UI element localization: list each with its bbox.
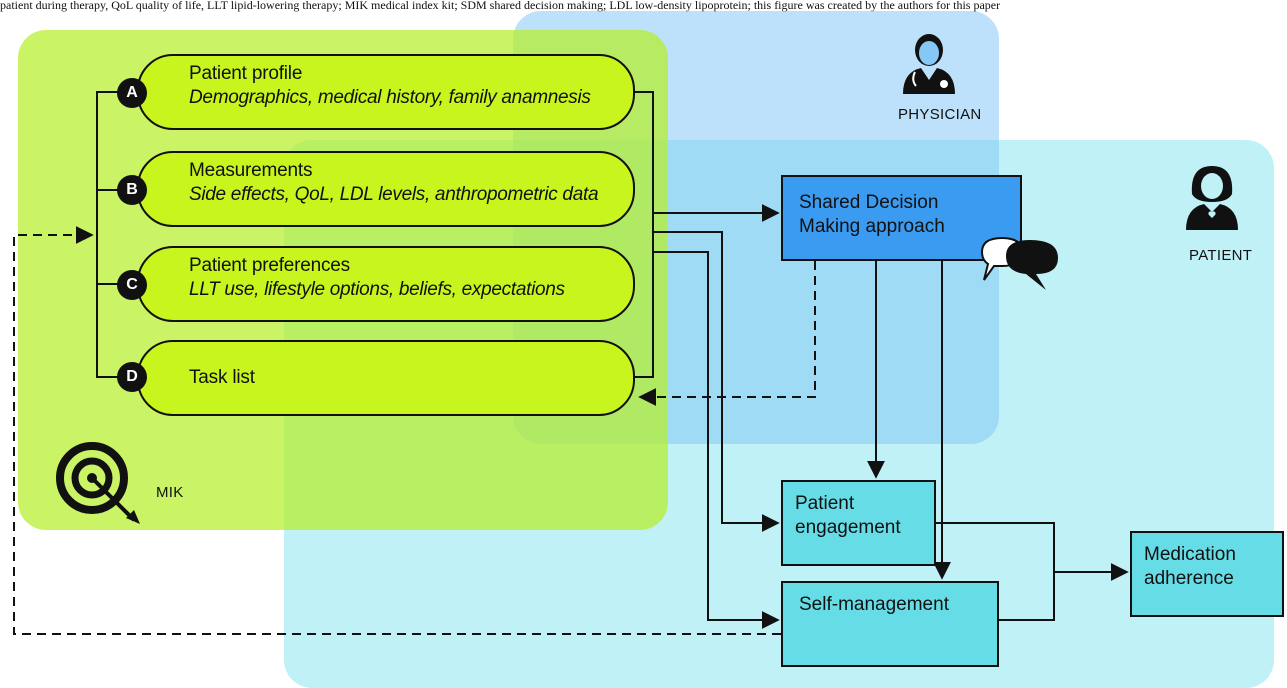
mik-label: MIK [156,484,184,501]
arrow-to-self-management [653,251,780,629]
caption-fragment: patient during therapy, QoL quality of l… [0,0,1001,12]
patient-label: PATIENT [1189,247,1253,264]
badge-d: D [117,362,147,392]
self-management-box: Self-management [781,581,999,667]
badge-a: A [117,78,147,108]
target-icon [56,442,140,524]
mik-item-measurements: Measurements Side effects, QoL, LDL leve… [137,151,635,227]
dashed-sdm-to-tasklist [638,261,816,406]
badge-c: C [117,270,147,300]
physician-label: PHYSICIAN [898,106,982,123]
mik-item-patient-preferences: Patient preferences LLT use, lifestyle o… [137,246,635,322]
medication-adherence-box: Medication adherence [1130,531,1284,617]
physician-icon [903,34,955,94]
mik-item-patient-profile: Patient profile Demographics, medical hi… [137,54,635,130]
dashed-self-to-mik [13,226,781,635]
right-bracket [635,91,654,378]
mik-item-task-list: Task list [137,340,635,416]
speech-bubbles-icon [980,236,1058,290]
arrow-to-engagement [653,231,780,532]
badge-b: B [117,175,147,205]
patient-icon [1186,166,1238,230]
left-bracket [96,91,137,378]
patient-engagement-box: Patient engagement [781,480,936,566]
